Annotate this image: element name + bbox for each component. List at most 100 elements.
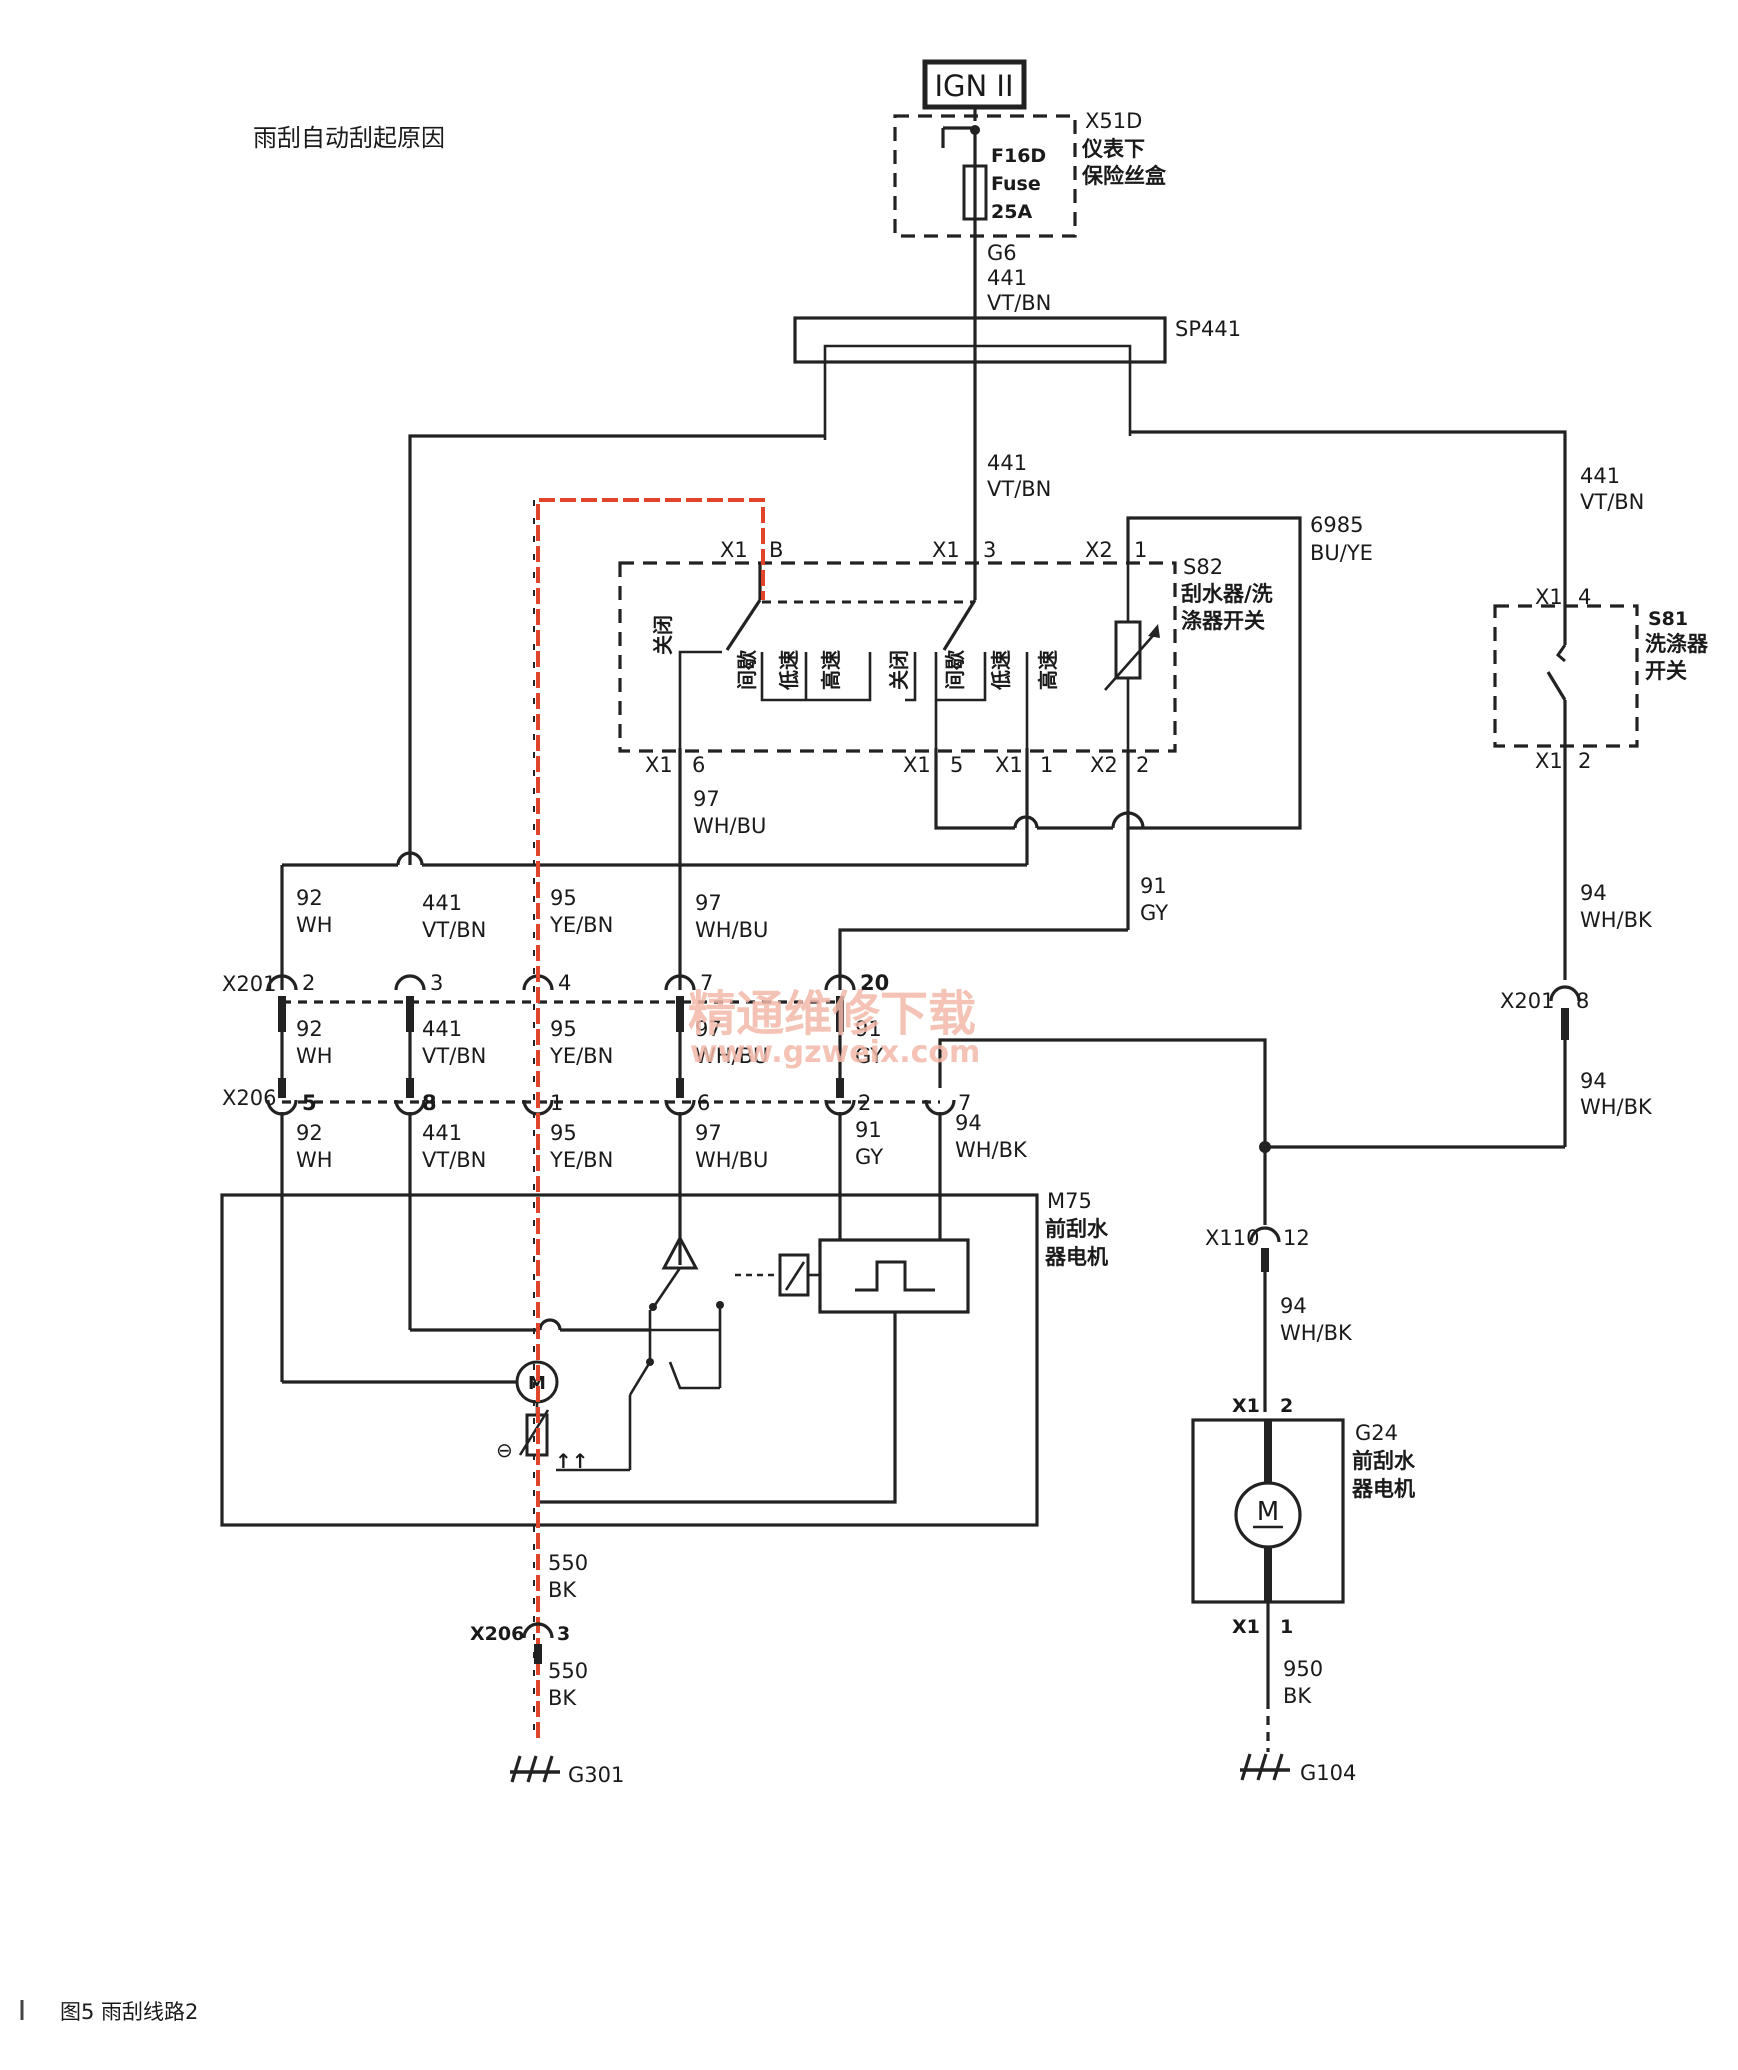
wire-441-num-right: 441: [1580, 464, 1620, 488]
fuse-word: Fuse: [991, 173, 1041, 195]
x206-pin-label: 5: [302, 1091, 317, 1115]
s82-pos-a-3: 高速: [819, 650, 843, 690]
wire-441-color-top: VT/BN: [987, 291, 1051, 315]
fuse-box-id: X51D: [1085, 109, 1142, 133]
wire-6985-color: BU/YE: [1310, 541, 1373, 565]
s82-pin-b: B: [769, 538, 783, 562]
wire-97-color-switch: WH/BU: [693, 814, 766, 838]
wire-94-num-c: 94: [955, 1111, 982, 1135]
wire-441-num-b: 441: [422, 1017, 462, 1041]
x206-conn-label: X206: [222, 1086, 276, 1110]
m75-name-2: 器电机: [1044, 1245, 1108, 1269]
g24-conn-bottom: X1: [1232, 1616, 1260, 1638]
s82-pos-b-3: 高速: [1036, 650, 1060, 690]
s81-name-2: 开关: [1645, 659, 1687, 683]
wire-91-num-b: 91: [855, 1017, 882, 1041]
wire-550-num-b: 550: [548, 1659, 588, 1683]
wire-441-color-mid: VT/BN: [987, 477, 1051, 501]
m75-control-module: [818, 1238, 970, 1314]
x206-pin-label: 2: [858, 1091, 871, 1115]
s82-name-1: 刮水器/洗: [1181, 582, 1273, 606]
s82-x2-2-conn: X2: [1090, 753, 1118, 777]
x206-pin-cavity: [266, 1078, 956, 1116]
x201-conn-right: X201: [1500, 989, 1554, 1013]
s82-pin-1b: 1: [1040, 753, 1053, 777]
wire-94-color-right-b: WH/BK: [1580, 1095, 1653, 1119]
wire-95-num-a: 95: [550, 886, 577, 910]
s82-pin-6: 6: [692, 753, 705, 777]
g24-pin-bottom: 1: [1280, 1616, 1293, 1638]
s81-pin-top: 4: [1578, 585, 1591, 609]
wire-91-num-switch: 91: [1140, 874, 1167, 898]
connector-x206-pin3: X206 3: [470, 1622, 570, 1664]
x206-pin-label: 8: [422, 1091, 437, 1115]
wire-92-num-b: 92: [296, 1017, 323, 1041]
wire-95-color-a: YE/BN: [549, 913, 613, 937]
connector-x110: X110 12: [1205, 1226, 1310, 1272]
s81-name-1: 洗涤器: [1645, 632, 1709, 656]
wire-950-num: 950: [1283, 1657, 1323, 1681]
wire-91-color-c: GY: [855, 1145, 883, 1169]
g24-name-2: 器电机: [1351, 1477, 1415, 1501]
s82-name-2: 涤器开关: [1181, 609, 1265, 633]
wire-92-num-c: 92: [296, 1121, 323, 1145]
splice-label: SP441: [1175, 317, 1241, 341]
wire-441-color-b: VT/BN: [422, 1044, 486, 1068]
s81-id: S81: [1648, 608, 1688, 630]
s82-pos-a-0: 关闭: [651, 615, 675, 655]
m75-theta-icon: ⊖: [496, 1438, 513, 1462]
m75-motor-letter: M: [528, 1373, 546, 1394]
motor-g24: X1 2 M G24 前刮水 器电机 X1 1: [1191, 1395, 1416, 1638]
s82-pin-2: 2: [1136, 753, 1149, 777]
s82-pos-b-0: 关闭: [887, 650, 911, 690]
fuse-box-x51d: F16D Fuse 25A X51D 仪表下 保险丝盒: [893, 107, 1167, 238]
switch-s81: X1 4 X1 2 S81 洗涤器 开关: [1493, 585, 1709, 980]
fuse-id: F16D: [991, 145, 1046, 167]
x201-pin-8: 8: [1576, 989, 1589, 1013]
ign-power-source: IGN II: [922, 59, 1027, 110]
wire-97-num-switch: 97: [693, 787, 720, 811]
wire-441-num-top: 441: [987, 266, 1027, 290]
x206-pin-label: 6: [697, 1091, 710, 1115]
ign-label: IGN II: [934, 69, 1013, 103]
wire-91-color-switch: GY: [1140, 901, 1168, 925]
fuse-rating: 25A: [991, 201, 1032, 223]
splice-sp441: SP441: [793, 316, 1241, 440]
wire-441-color-a: VT/BN: [422, 918, 486, 942]
x201-conn-label: X201: [222, 972, 276, 996]
s82-pin-5: 5: [950, 753, 963, 777]
relay-coil-icon: [778, 1253, 810, 1297]
g104-label: G104: [1300, 1761, 1356, 1785]
figure-caption: 图5 雨刮线路2: [60, 2000, 198, 2024]
wire-441-color-c: VT/BN: [422, 1148, 486, 1172]
wire-94-color-c: WH/BK: [955, 1138, 1028, 1162]
g24-id: G24: [1355, 1421, 1398, 1445]
s82-variable-resistor: [1104, 563, 1160, 751]
g301-label: G301: [568, 1763, 624, 1787]
s82-pin-3: 3: [983, 538, 996, 562]
wire-97-color-a: WH/BU: [695, 918, 768, 942]
x206-conn-label-lower: X206: [470, 1623, 524, 1645]
x206-pin-3: 3: [557, 1623, 570, 1645]
wire-92-color-a: WH: [296, 913, 333, 937]
s82-pos-a-1: 间歇: [735, 650, 759, 690]
x201-pin-label: 4: [558, 971, 571, 995]
wire-97-num-c: 97: [695, 1121, 722, 1145]
ground-g104: G104: [1240, 1753, 1356, 1785]
wire-91-num-c: 91: [855, 1118, 882, 1142]
ground-g301: G301: [510, 1755, 624, 1787]
g24-pin-top: 2: [1280, 1395, 1293, 1417]
wire-95-color-b: YE/BN: [549, 1044, 613, 1068]
wire-550-color-b: BK: [548, 1686, 577, 1710]
g24-motor-letter: M: [1257, 1497, 1279, 1527]
fuse-box-name-1: 仪表下: [1081, 137, 1145, 161]
wire-94-num-right-a: 94: [1580, 881, 1607, 905]
s82-positions-group-b: 关闭 间歇 低速 高速: [887, 650, 1060, 691]
wire-97-num-b: 97: [695, 1017, 722, 1041]
s82-x1-5-conn: X1: [903, 753, 931, 777]
wire-91-color-b: GY: [855, 1044, 883, 1068]
m75-name-1: 前刮水: [1045, 1217, 1109, 1241]
wire-94-num-right-b: 94: [1580, 1069, 1607, 1093]
fuse-box-name-2: 保险丝盒: [1081, 164, 1167, 188]
